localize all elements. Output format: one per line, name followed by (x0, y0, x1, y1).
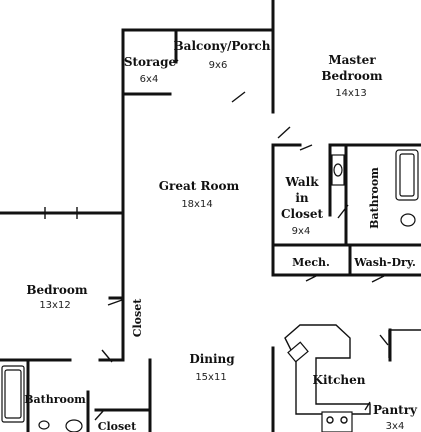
sink-2 (38, 420, 50, 430)
fixtures (1, 149, 421, 432)
refrigerator (388, 329, 421, 358)
dining-label: Dining (189, 352, 235, 366)
master-bath-label: Bathroom (368, 167, 381, 229)
door-markers (44, 59, 389, 421)
great-room-size: 18x14 (181, 199, 212, 210)
balcony-label: Balcony/Porch (174, 39, 271, 53)
walk-in-label-1: Walk (284, 175, 319, 189)
wash-dry-label: Wash-Dry. (353, 256, 416, 269)
storage-size: 6x4 (140, 74, 159, 85)
great-room-label: Great Room (159, 179, 240, 193)
master-label-2: Bedroom (321, 69, 382, 83)
bedroom-size: 13x12 (39, 300, 70, 311)
room-labels: Storage 6x4 Balcony/Porch 9x6 Master Bed… (24, 39, 418, 432)
pantry-size: 3x4 (386, 421, 405, 432)
kitchen-label: Kitchen (313, 373, 366, 387)
range (321, 411, 353, 432)
walk-in-label-2: in (295, 191, 309, 205)
balcony-size: 9x6 (209, 60, 228, 71)
closet-2-label: Closet (98, 420, 137, 432)
kitchen-sink (287, 341, 309, 363)
kitchen-counter (284, 324, 371, 415)
bedroom-label: Bedroom (26, 283, 87, 297)
toilet-2 (65, 419, 83, 432)
walk-in-label-3: Closet (281, 207, 324, 221)
pantry-label: Pantry (373, 403, 418, 417)
bedroom-closet-label: Closet (131, 298, 144, 337)
dining-size: 15x11 (195, 372, 226, 383)
master-label-1: Master (328, 53, 376, 67)
bathroom-2-label: Bathroom (24, 393, 86, 406)
walk-in-size: 9x4 (292, 226, 311, 237)
toilet (400, 213, 416, 227)
storage-label: Storage (124, 55, 177, 69)
master-size: 14x13 (335, 88, 366, 99)
mech-label: Mech. (292, 256, 330, 269)
